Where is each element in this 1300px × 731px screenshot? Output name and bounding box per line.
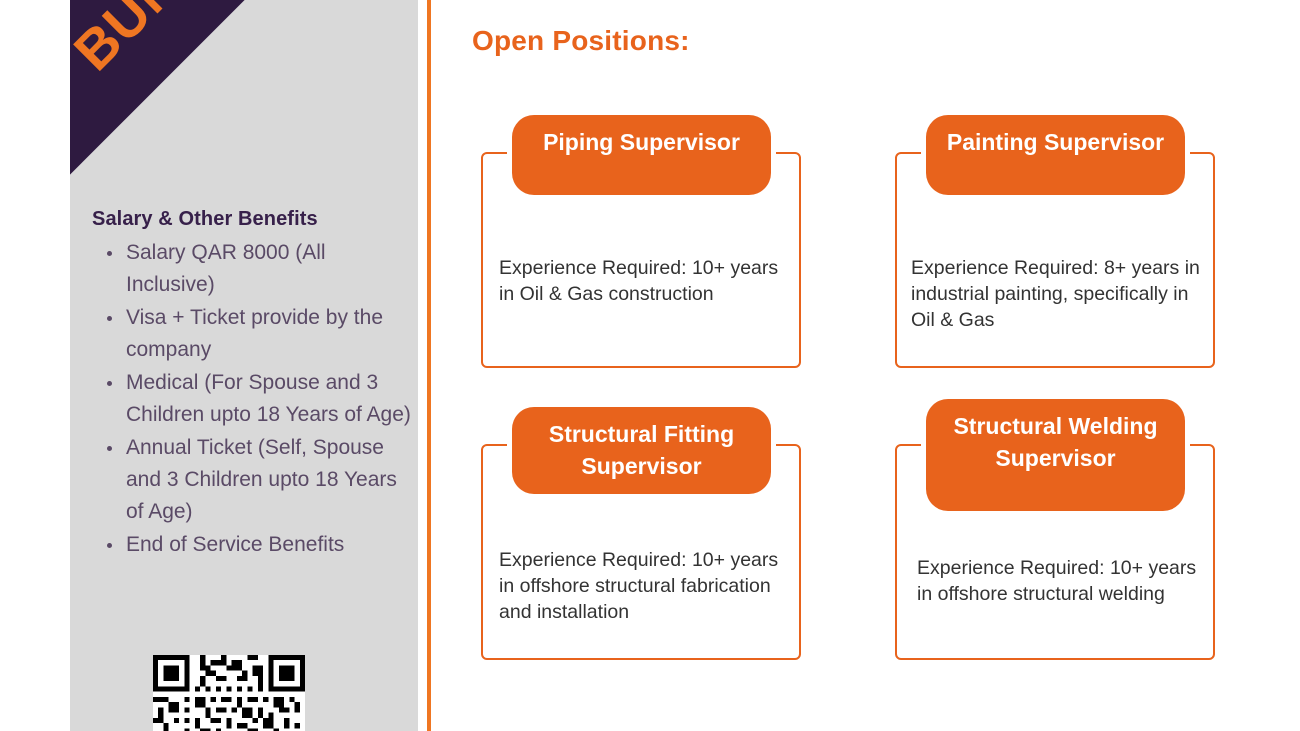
list-item: Salary QAR 8000 (All Inclusive) xyxy=(107,237,412,301)
benefits-section: Salary & Other Benefits Salary QAR 8000 … xyxy=(92,208,412,562)
position-title: Structural Fitting Supervisor xyxy=(512,407,771,494)
position-title: Painting Supervisor xyxy=(926,115,1185,195)
list-item: Annual Ticket (Self, Spouse and 3 Childr… xyxy=(107,432,412,528)
ribbon-band: BUNDLE xyxy=(70,0,270,200)
list-item: Visa + Ticket provide by the company xyxy=(107,302,412,366)
position-title: Structural Welding Supervisor xyxy=(926,399,1185,511)
position-description: Experience Required: 10+ years in offsho… xyxy=(917,557,1197,605)
vertical-divider xyxy=(427,0,431,731)
position-description: Experience Required: 10+ years in offsho… xyxy=(499,549,779,623)
position-description: Experience Required: 10+ years in Oil & … xyxy=(499,257,779,305)
position-title: Piping Supervisor xyxy=(512,115,771,195)
list-item: End of Service Benefits xyxy=(107,529,412,561)
bundle-ribbon: BUNDLE xyxy=(70,0,270,200)
ribbon-label: BUNDLE xyxy=(70,0,270,82)
page-title: Open Positions: xyxy=(472,25,690,56)
benefits-title: Salary & Other Benefits xyxy=(92,208,318,230)
qr-code-icon[interactable] xyxy=(153,655,305,731)
open-positions-panel: Open Positions: Piping Supervisor Experi… xyxy=(431,0,1300,731)
position-description: Experience Required: 8+ years in industr… xyxy=(911,257,1200,331)
positions-grid: Piping Supervisor Experience Required: 1… xyxy=(431,0,1300,731)
benefits-list: Salary QAR 8000 (All Inclusive) Visa + T… xyxy=(92,237,412,561)
list-item: Medical (For Spouse and 3 Children upto … xyxy=(107,367,412,431)
benefits-panel: BUNDLE Salary & Other Benefits Salary QA… xyxy=(70,0,418,731)
